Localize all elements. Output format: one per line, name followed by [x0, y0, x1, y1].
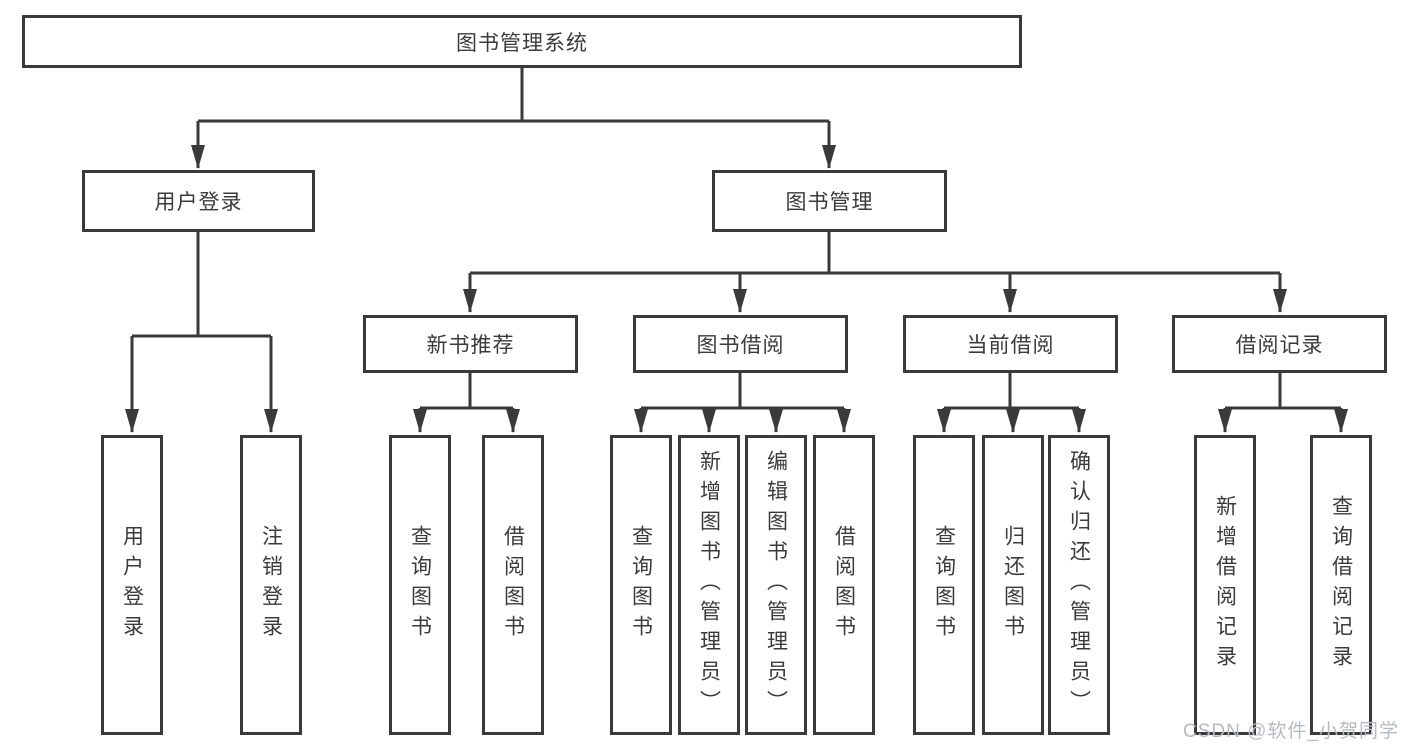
node-leaf-borrow-books-recommend: 借阅图书	[482, 435, 544, 735]
node-leaf-query-books-recommend: 查询图书	[389, 435, 451, 735]
node-leaf-confirm-return-admin: 确认归还（管理员）	[1048, 435, 1110, 735]
node-book-management: 图书管理	[712, 170, 947, 232]
node-leaf-edit-books-admin: 编辑图书（管理员）	[745, 435, 807, 735]
watermark: CSDN @软件_小贺同学	[1183, 721, 1399, 742]
node-leaf-logout: 注销登录	[240, 435, 302, 735]
node-root: 图书管理系统	[22, 15, 1022, 68]
node-leaf-return-books: 归还图书	[982, 435, 1044, 735]
node-book-borrowing: 图书借阅	[633, 315, 848, 373]
node-current-borrowing: 当前借阅	[903, 315, 1118, 373]
node-leaf-add-books-admin: 新增图书（管理员）	[678, 435, 740, 735]
node-leaf-query-books-current: 查询图书	[913, 435, 975, 735]
node-leaf-borrow-books: 借阅图书	[813, 435, 875, 735]
node-new-book-recommend: 新书推荐	[363, 315, 578, 373]
node-leaf-query-books-borrowing: 查询图书	[610, 435, 672, 735]
node-user-login: 用户登录	[82, 170, 315, 232]
node-borrowing-records: 借阅记录	[1172, 315, 1387, 373]
node-leaf-query-borrow-record: 查询借阅记录	[1310, 435, 1372, 735]
node-leaf-add-borrow-record: 新增借阅记录	[1194, 435, 1256, 735]
node-leaf-user-login: 用户登录	[101, 435, 163, 735]
